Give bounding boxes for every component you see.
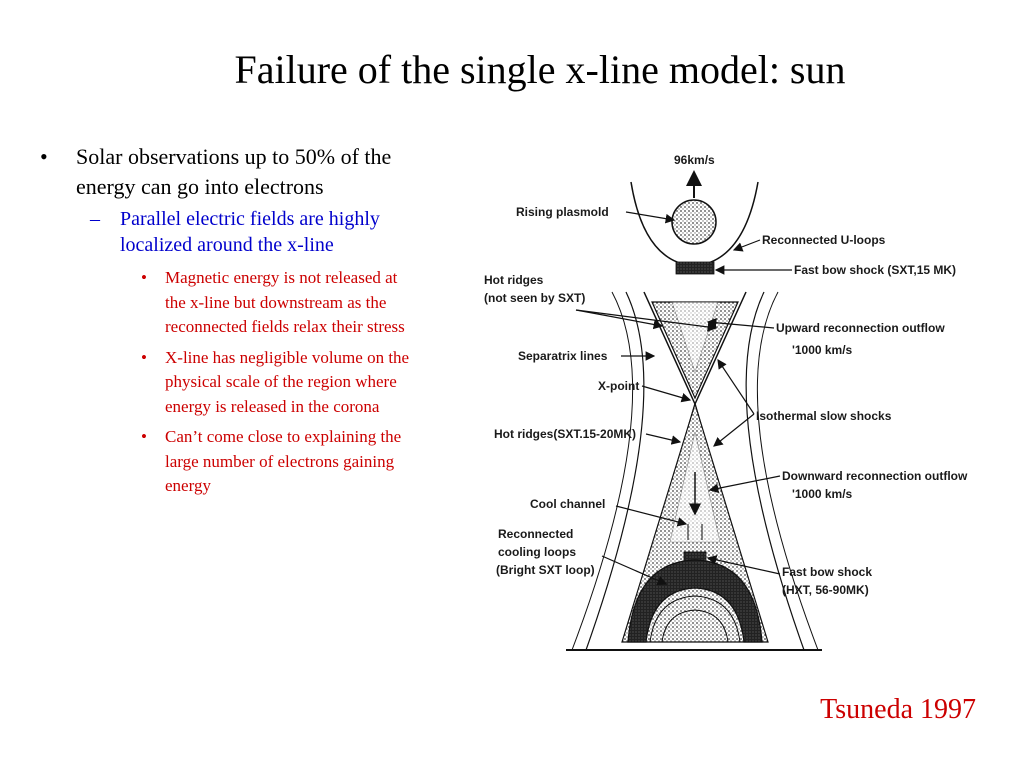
label-cooling-loops: cooling loops: [498, 545, 576, 559]
upper-outflow-core: [671, 301, 719, 373]
label-cool-channel: Cool channel: [530, 497, 605, 511]
leader-arrow: [706, 555, 781, 575]
bullet-list: • Solar observations up to 50% of the en…: [28, 142, 428, 499]
leader-arrow: [645, 433, 682, 445]
label-reconnected: Reconnected: [498, 527, 573, 541]
label-fast-bow-shock-bottom-note: (HXT, 56-90MK): [782, 583, 869, 597]
top-bow-shock-shape: [675, 261, 715, 275]
field-line: [571, 291, 634, 651]
bullet-text: X-line has negligible volume on the phys…: [165, 347, 410, 416]
label-fast-bow-shock-bottom: Fast bow shock: [782, 565, 872, 579]
label-x-point: X-point: [598, 379, 639, 393]
leader-arrow: [717, 359, 755, 415]
bullet-text: Solar observations up to 50% of the ener…: [76, 144, 392, 199]
label-upward-speed: '1000 km/s: [792, 343, 853, 357]
dash-marker: –: [90, 208, 100, 230]
field-line: [585, 291, 645, 651]
bullet-level3: • Can’t come close to explaining the lar…: [28, 425, 428, 499]
bullet-marker: •: [40, 144, 48, 169]
leader-arrow: [706, 317, 775, 329]
plasmoid-shape: [671, 199, 717, 245]
leader-arrow: [732, 239, 761, 252]
label-downward-outflow: Downward reconnection outflow: [782, 469, 968, 483]
leader-arrow: [615, 505, 688, 527]
label-hot-ridges-note: (not seen by SXT): [484, 291, 585, 305]
label-isothermal-slow-shocks: Isothermal slow shocks: [756, 409, 892, 423]
label-upward-outflow: Upward reconnection outflow: [776, 321, 945, 335]
inner-loop-line: [661, 609, 729, 643]
label-downward-speed: '1000 km/s: [792, 487, 853, 501]
leader-arrow: [625, 211, 676, 224]
reconnection-diagram: 96km/s Rising plasmold Reconnected U-loo…: [476, 142, 996, 662]
leader-arrow: [641, 385, 692, 403]
bullet-marker: •: [141, 268, 147, 287]
leader-arrow: [575, 309, 718, 332]
label-hot-ridges-sxt: Hot ridges(SXT.15-20MK): [494, 427, 636, 441]
label-fast-bow-shock-top: Fast bow shock (SXT,15 MK): [794, 263, 956, 277]
label-separatrix-lines: Separatrix lines: [518, 349, 608, 363]
leader-arrow: [708, 475, 781, 494]
bullet-text: Parallel electric fields are highly loca…: [120, 208, 380, 256]
leader-arrow: [575, 309, 664, 330]
citation: Tsuneda 1997: [820, 694, 976, 725]
slide-title: Failure of the single x-line model: sun: [234, 47, 846, 92]
leader-arrow: [601, 555, 668, 586]
separatrix-line: [643, 291, 696, 405]
bullet-marker: •: [141, 427, 147, 446]
bullet-level3: • Magnetic energy is not released at the…: [28, 266, 428, 340]
bullet-level1: • Solar observations up to 50% of the en…: [28, 142, 428, 202]
bullet-level2: – Parallel electric fields are highly lo…: [28, 206, 428, 258]
label-bright-sxt-loop: (Bright SXT loop): [496, 563, 595, 577]
field-line: [756, 291, 819, 651]
bullet-text: Can’t come close to explaining the large…: [165, 427, 402, 495]
bullet-marker: •: [141, 347, 147, 367]
label-rising-plasmoid: Rising plasmold: [516, 205, 609, 219]
separatrix-line: [694, 291, 747, 405]
leader-arrow: [713, 413, 755, 447]
bullet-text: Magnetic energy is not released at the x…: [165, 268, 405, 336]
label-velocity: 96km/s: [674, 153, 715, 167]
diagram-svg: 96km/s Rising plasmold Reconnected U-loo…: [484, 153, 968, 651]
field-line: [745, 291, 805, 651]
inner-loop-line: [649, 595, 741, 643]
bullet-level3: • X-line has negligible volume on the ph…: [28, 346, 428, 420]
label-reconnected-u-loops: Reconnected U-loops: [762, 233, 886, 247]
label-hot-ridges: Hot ridges: [484, 273, 544, 287]
